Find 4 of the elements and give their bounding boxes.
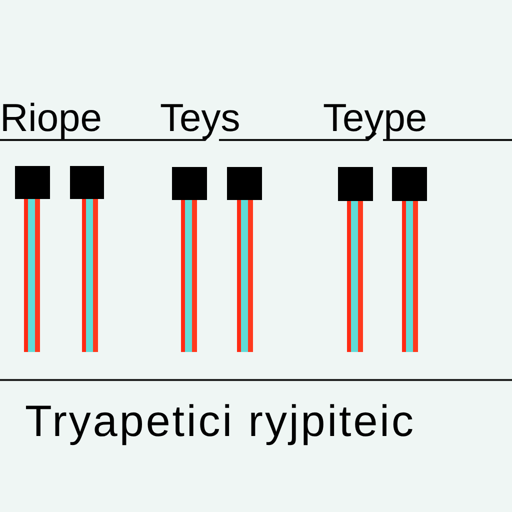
column-heading: Riope	[0, 99, 102, 138]
caption-text: Tryapetici ryjpiteic	[25, 400, 416, 444]
column-heading: Teype	[323, 99, 428, 138]
column-heading: Teys	[160, 99, 240, 138]
